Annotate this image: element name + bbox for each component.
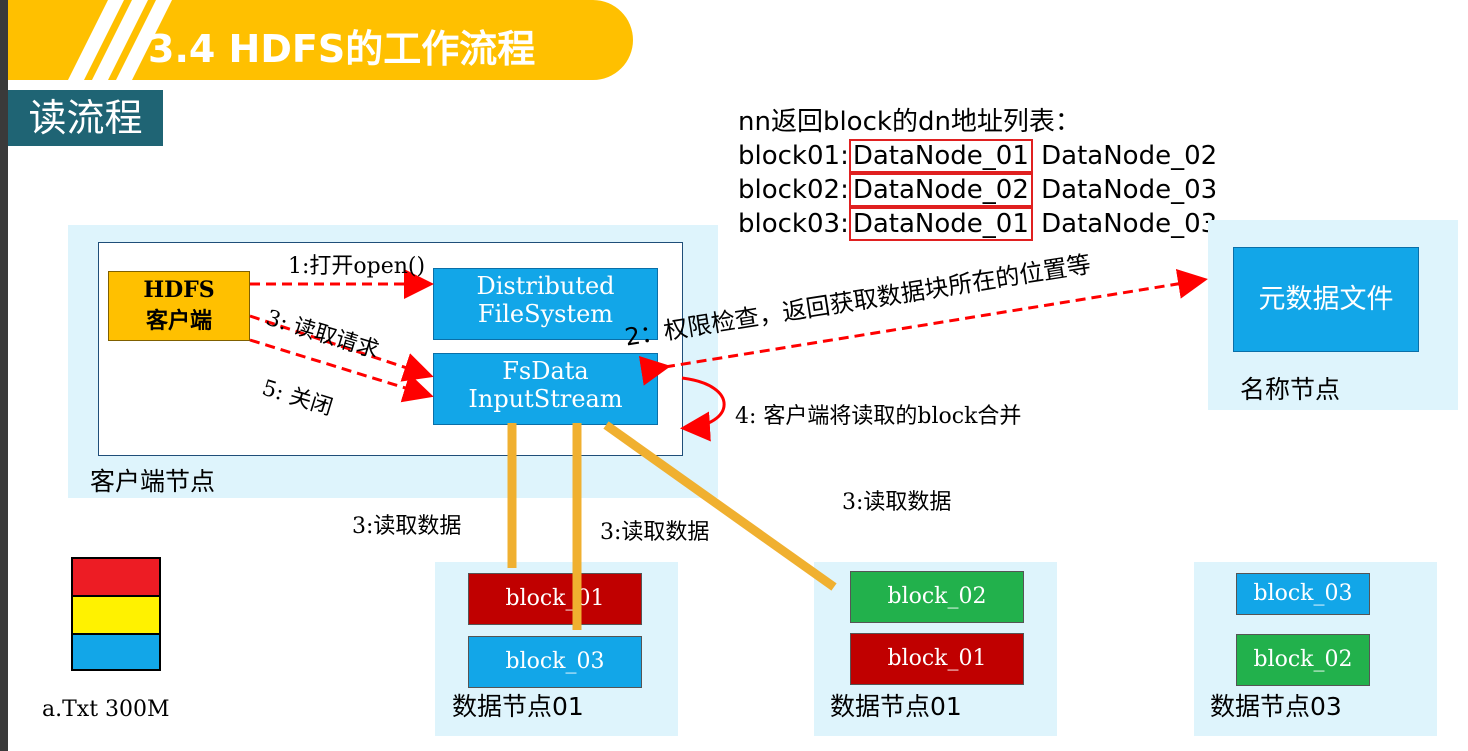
nn-row-block: block02: bbox=[738, 175, 849, 205]
section-subtitle: 读流程 bbox=[8, 90, 163, 146]
namenode-label: 名称节点 bbox=[1240, 375, 1341, 404]
stripes-icon bbox=[68, 0, 172, 80]
namenode-arrow bbox=[638, 269, 1208, 386]
datanode-label: 数据节点01 bbox=[830, 692, 962, 721]
dfs-line2: FileSystem bbox=[477, 300, 614, 328]
step-read-data-label-1: 3:读取数据 bbox=[352, 514, 462, 539]
nn-row-block: block01: bbox=[738, 141, 849, 171]
nn-row-second: DataNode_02 bbox=[1041, 141, 1218, 171]
hdfs-client-line2: 客户端 bbox=[145, 308, 212, 334]
nn-list-heading: nn返回block的dn地址列表： bbox=[738, 107, 1081, 137]
left-edge-bar bbox=[0, 0, 8, 751]
fsdata-inputstream-box: FsData InputStream bbox=[433, 353, 658, 425]
block-cell: block_03 bbox=[468, 636, 642, 688]
step-read-data-label-2: 3:读取数据 bbox=[600, 520, 710, 545]
distributed-filesystem-box: Distributed FileSystem bbox=[433, 268, 658, 340]
file-block-red bbox=[73, 559, 159, 597]
title-banner bbox=[8, 0, 633, 80]
hdfs-client-box: HDFS 客户端 bbox=[108, 271, 250, 341]
file-block-blue bbox=[73, 635, 159, 669]
page-title: 3.4 HDFS的工作流程 bbox=[148, 27, 536, 71]
dfs-line1: Distributed bbox=[476, 272, 615, 300]
client-node-label: 客户端节点 bbox=[90, 467, 216, 496]
nn-row-second: DataNode_03 bbox=[1041, 209, 1218, 239]
block-cell: block_01 bbox=[850, 633, 1024, 685]
datanode-label: 数据节点03 bbox=[1210, 692, 1342, 721]
file-label: a.Txt 300M bbox=[42, 697, 170, 722]
nn-list-row: block03:DataNode_01 DataNode_03 bbox=[738, 207, 1218, 241]
block-cell: block_02 bbox=[850, 571, 1024, 623]
fsd-line2: InputStream bbox=[468, 385, 623, 413]
block-cell: block_03 bbox=[1236, 573, 1370, 615]
file-block-yellow bbox=[73, 597, 159, 635]
read-connector-3 bbox=[603, 421, 837, 591]
nn-row-first: DataNode_02 bbox=[848, 173, 1033, 207]
nn-row-first: DataNode_01 bbox=[848, 139, 1033, 173]
hdfs-client-line1: HDFS bbox=[143, 277, 215, 303]
fsd-line1: FsData bbox=[502, 357, 589, 385]
step-merge-label: 4: 客户端将读取的block合并 bbox=[735, 404, 1022, 429]
nn-row-second: DataNode_03 bbox=[1041, 175, 1218, 205]
step-read-data-label-3: 3:读取数据 bbox=[842, 490, 952, 515]
file-blocks-stack bbox=[71, 557, 161, 671]
nn-list-row: block02:DataNode_02 DataNode_03 bbox=[738, 173, 1218, 207]
block-cell: block_02 bbox=[1236, 634, 1370, 686]
metadata-file-box: 元数据文件 bbox=[1233, 247, 1419, 352]
block-cell: block_01 bbox=[468, 573, 642, 625]
merge-arrow bbox=[680, 376, 726, 442]
nn-list-row: block01:DataNode_01 DataNode_02 bbox=[738, 139, 1218, 173]
step-open-label: 1:打开open() bbox=[288, 254, 426, 279]
nn-row-first: DataNode_01 bbox=[848, 207, 1033, 241]
datanode-label: 数据节点01 bbox=[452, 692, 584, 721]
nn-row-block: block03: bbox=[738, 209, 849, 239]
